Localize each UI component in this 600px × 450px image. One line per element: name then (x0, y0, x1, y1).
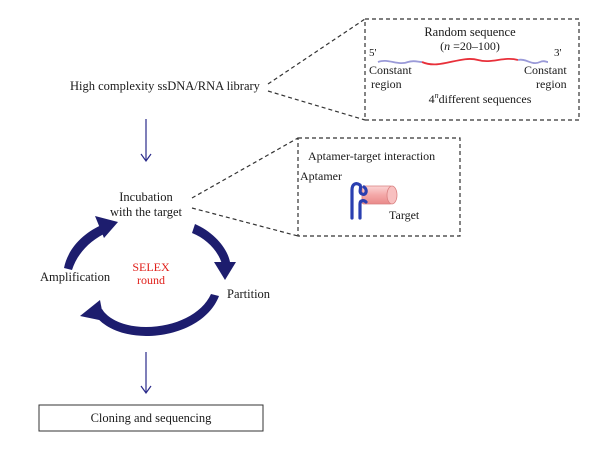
five-prime-label: 5' (369, 47, 377, 59)
library-label: High complexity ssDNA/RNA library (70, 79, 260, 93)
cloning-label: Cloning and sequencing (90, 411, 212, 425)
interaction-box (297, 137, 461, 237)
range-prefix: ( (440, 39, 445, 53)
count-base: 4 (428, 92, 435, 106)
interaction-callout-bottom (191, 207, 299, 237)
constant-region-right-line1: Constant (524, 63, 567, 77)
count-text: different sequences (438, 92, 532, 106)
cycle-icon (64, 216, 236, 336)
aptamer-icon (350, 182, 368, 220)
library-callout-top (267, 18, 366, 85)
constant-region-left-line2: region (371, 77, 402, 91)
count-exponent: n (434, 91, 439, 100)
constant-region-left-line1: Constant (369, 63, 412, 77)
interaction-heading: Aptamer-target interaction (308, 149, 436, 163)
amplification-label: Amplification (40, 270, 111, 284)
range-value: =20–100) (450, 39, 500, 53)
library-callout-bottom (267, 90, 366, 121)
incubation-line2: with the target (110, 205, 182, 219)
constant-strand-right (517, 58, 549, 64)
sequence-count: 4ndifferent sequences (410, 91, 550, 106)
partition-label: Partition (227, 287, 271, 301)
range-variable: n (444, 39, 451, 53)
cloning-box (38, 404, 264, 432)
constant-strand-left (377, 59, 423, 65)
flow-arrow-down-1 (140, 119, 152, 163)
target-icon (361, 185, 398, 205)
selex-label: SELEX (132, 260, 170, 274)
random-strand (421, 57, 519, 66)
round-label: round (137, 273, 165, 287)
flow-arrow-down-2 (140, 352, 152, 395)
target-label: Target (389, 208, 420, 222)
interaction-callout-top (191, 137, 299, 199)
incubation-line1: Incubation (119, 190, 173, 204)
library-box (364, 18, 580, 121)
constant-region-right-line2: region (536, 77, 567, 91)
aptamer-label: Aptamer (300, 169, 342, 183)
random-sequence-range: (n =20–100) (410, 40, 530, 52)
random-sequence-heading: Random sequence (424, 25, 516, 39)
three-prime-label: 3' (554, 47, 562, 59)
